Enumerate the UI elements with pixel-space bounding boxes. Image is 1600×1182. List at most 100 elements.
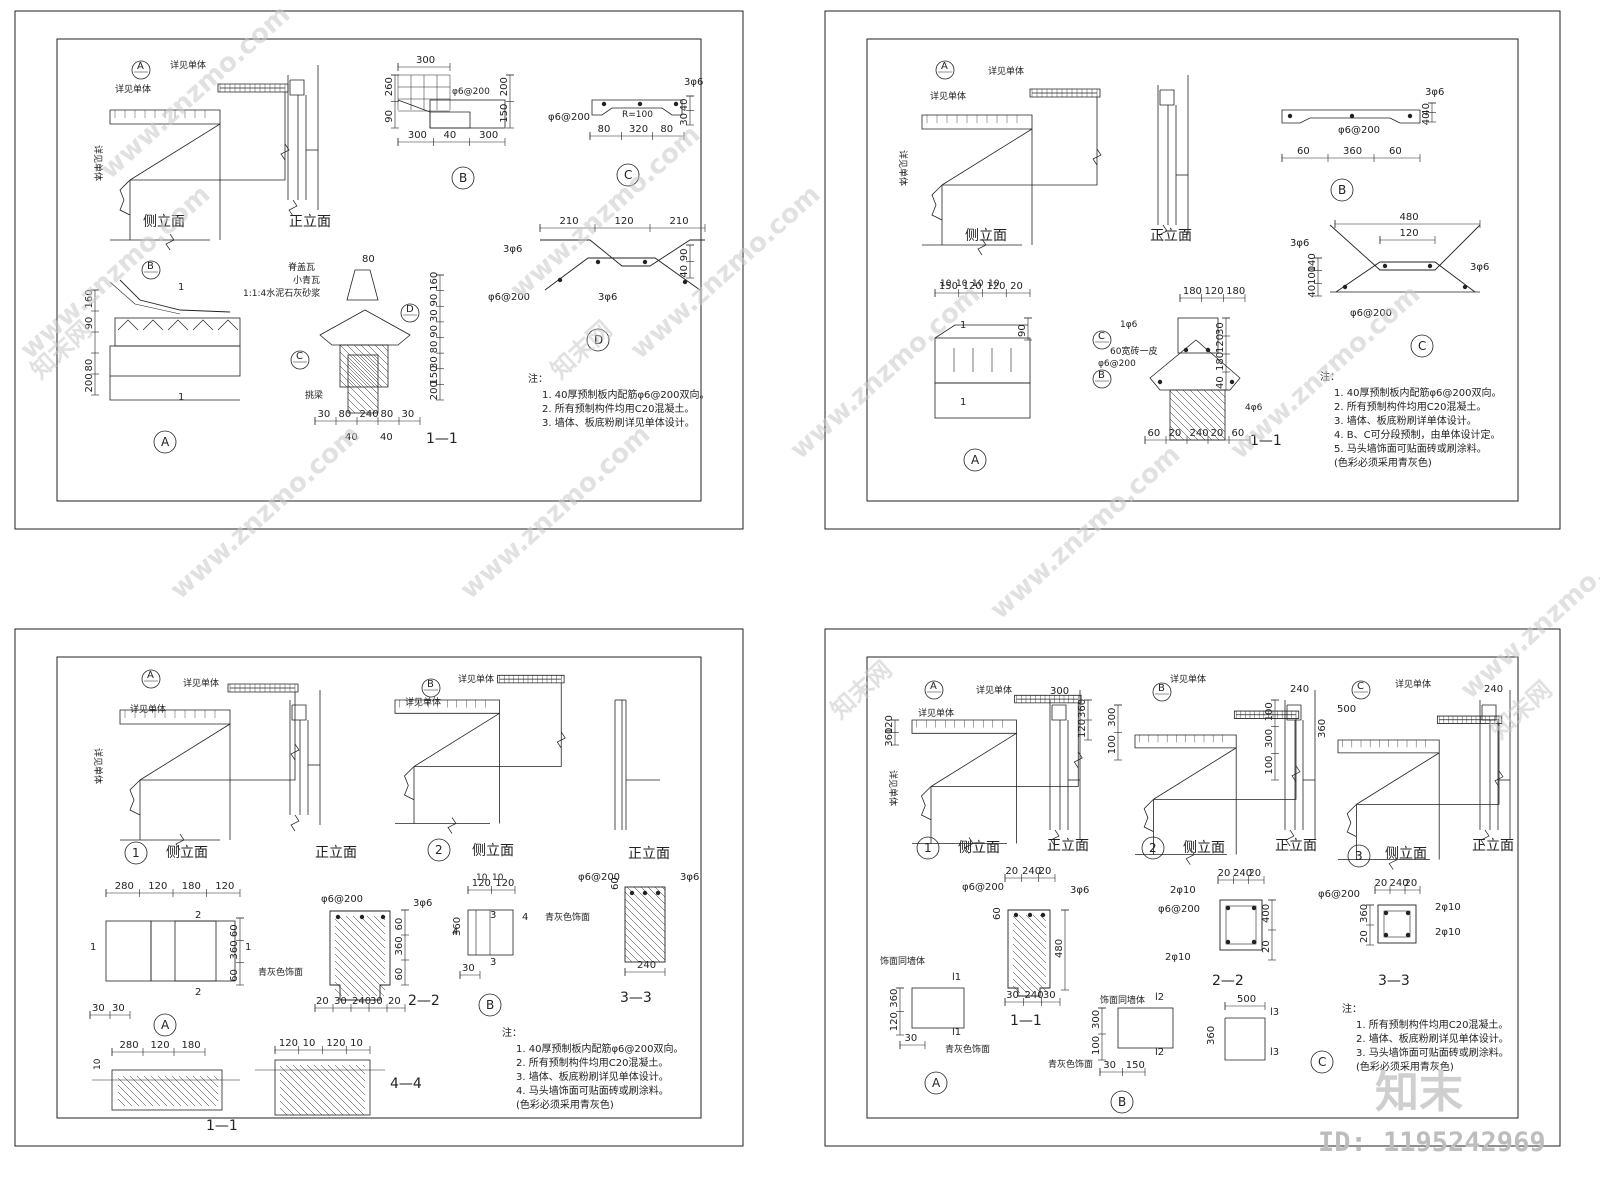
callout-finish: 青灰色饰面 — [945, 1043, 990, 1055]
drawing-label: 详见单体 — [918, 707, 954, 719]
line-work — [280, 143, 290, 161]
dimension-text: 20 — [1248, 868, 1261, 879]
dimension-text: 180 — [1215, 352, 1226, 371]
line-work — [105, 920, 152, 982]
dimension-text: 30 — [334, 996, 347, 1007]
dimension-text: 360 — [1206, 1026, 1217, 1045]
callout-beam: 挑梁 — [305, 389, 323, 401]
line-work — [117, 1084, 140, 1107]
dimension-text: 60 — [1148, 428, 1161, 439]
rebar-dot — [1342, 284, 1348, 290]
dimension-text: 20 — [1359, 930, 1370, 943]
dimension-text: 60 — [229, 924, 240, 937]
line-work — [447, 817, 457, 834]
note-line: 1. 40厚预制板内配筋φ6@200双向。 — [1334, 386, 1502, 399]
line-work — [339, 358, 369, 388]
rebar-label: φ6@200 — [1350, 308, 1392, 319]
line-work — [346, 269, 379, 301]
line-work — [911, 987, 965, 1029]
watermark-text: www.znzmo.com — [625, 179, 827, 365]
line-work — [334, 981, 350, 997]
line-work — [136, 1075, 168, 1107]
dimension-text: 80 — [84, 359, 95, 372]
line-work — [1281, 109, 1421, 124]
line-work — [1012, 929, 1047, 964]
dimension-text: 300 — [479, 130, 498, 141]
dimension-text: 30 — [112, 1003, 125, 1014]
line-work — [1153, 718, 1297, 800]
dimension-text: 240 — [1190, 428, 1209, 439]
rebar-label: φ6@200 — [321, 894, 363, 905]
rebar-dot — [637, 101, 643, 107]
line-work — [150, 1075, 182, 1107]
line-work — [274, 1059, 371, 1116]
line-work — [1012, 915, 1047, 950]
line-work — [347, 398, 363, 414]
dimension-text: 240 — [352, 996, 371, 1007]
dimension-text: 80 — [429, 341, 440, 354]
panel-frame-2 — [824, 10, 1561, 530]
line-work — [199, 1075, 219, 1095]
dimension-text: 240 — [1022, 866, 1041, 877]
line-work — [347, 405, 356, 414]
rebar-dot — [1229, 379, 1235, 385]
view-title: 正立面 — [1047, 838, 1089, 854]
line-work — [1356, 752, 1440, 805]
line-work — [977, 238, 987, 256]
line-work — [1158, 224, 1168, 242]
line-work — [338, 915, 386, 963]
callout-circle — [1152, 682, 1172, 702]
line-work — [288, 199, 298, 217]
drawing-label: l2 — [1155, 992, 1164, 1003]
image-id: ID: 1195242969 — [1318, 1127, 1546, 1158]
line-work — [942, 97, 1098, 186]
line-work — [1169, 411, 1199, 441]
drawing-label: 详见单体 — [183, 677, 219, 689]
line-work — [334, 946, 385, 997]
drawing-label: 2 — [195, 910, 201, 921]
note-line: 3. 马头墙饰面可贴面砖或刷涂料。 — [1356, 1046, 1509, 1059]
dimension-text: 360 — [229, 940, 240, 959]
watermark-brand: 知末网 — [545, 315, 617, 384]
watermark-brand: 知末网 — [825, 655, 897, 724]
dimension-text: 120 — [495, 878, 514, 889]
line-work — [279, 1065, 330, 1116]
line-work — [624, 891, 666, 933]
line-work — [1481, 704, 1497, 721]
callout-letter: D — [594, 333, 603, 347]
line-work — [1169, 425, 1185, 441]
dimension-text: 60 — [394, 918, 405, 931]
line-work — [227, 683, 299, 693]
line-work — [117, 319, 139, 331]
drawing-label: l3 — [1270, 1047, 1279, 1058]
line-work — [1219, 899, 1263, 951]
line-work — [117, 1091, 133, 1107]
rebar-dot — [1405, 932, 1411, 938]
line-work — [140, 692, 296, 781]
callout-circle — [586, 328, 610, 352]
dimension-text: 30 — [429, 356, 440, 369]
dimension-text: 20 — [1261, 940, 1272, 953]
rebar-label: 4φ6 — [1245, 403, 1263, 413]
dimension-text: 10 — [350, 1038, 363, 1049]
rebar-label: 3φ6 — [680, 872, 699, 883]
line-work — [217, 319, 239, 331]
drawing-label: 300 — [1050, 686, 1069, 697]
dimension-text: 40 — [679, 265, 690, 278]
callout-letter: C — [624, 168, 632, 182]
rebar-dot — [1405, 910, 1411, 916]
line-work — [1169, 390, 1220, 441]
line-work — [185, 1075, 217, 1107]
line-work — [414, 682, 562, 767]
note-line: (色彩必须采用青灰色) — [1356, 1060, 1454, 1073]
callout-circle — [916, 836, 940, 860]
dimension-text: 160 — [429, 272, 440, 291]
rebar-label: 3φ6 — [503, 244, 522, 255]
view-title: 正立面 — [289, 214, 331, 230]
line-work — [1169, 432, 1178, 441]
line-work — [1182, 389, 1226, 433]
callout-circle — [1347, 844, 1371, 868]
panel-border-1 — [56, 38, 702, 502]
dimension-text: 40 — [444, 130, 457, 141]
dimension-text: 240 — [1390, 878, 1409, 889]
